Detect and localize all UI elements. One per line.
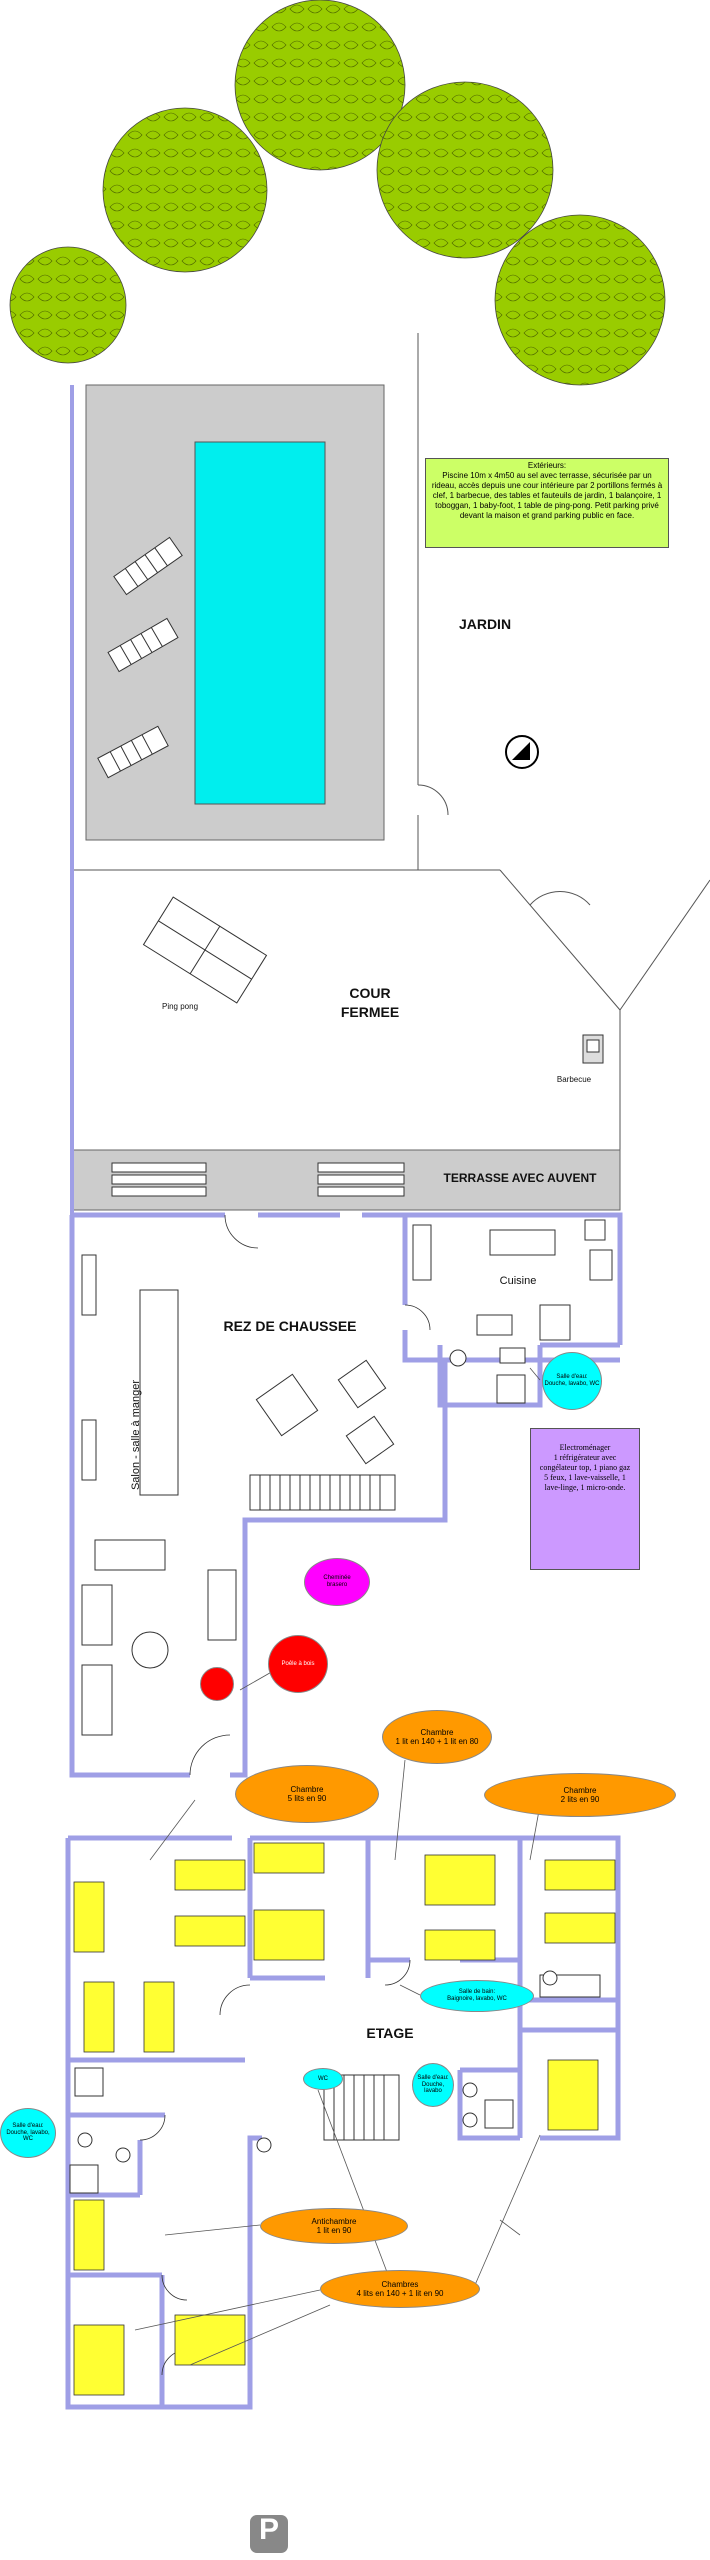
- ping-pong-label: Ping pong: [161, 1002, 199, 1011]
- bed: [424, 1854, 496, 1906]
- chambre-left-callout: Chambre 5 lits en 90: [235, 1765, 379, 1823]
- ground-floor-walls: [69, 1212, 623, 1778]
- chambre-right-callout: Chambre 2 lits en 90: [484, 1773, 676, 1817]
- bed: [73, 2324, 125, 2396]
- sun-loungers: [97, 536, 183, 779]
- cheminee-callout: Cheminée brasero: [304, 1558, 370, 1606]
- antichambre-callout: Antichambre 1 lit en 90: [260, 2208, 408, 2244]
- bed: [544, 1912, 616, 1944]
- chambres-callout: Chambres 4 lits en 140 + 1 lit en 90: [320, 2270, 480, 2308]
- ground-floor-furniture: [81, 1219, 613, 1736]
- parking-icon: [250, 2515, 288, 2553]
- trees: [9, 0, 666, 386]
- exterieurs-info-box: Extérieurs: Piscine 10m x 4m50 au sel av…: [425, 458, 669, 548]
- jardin-label: JARDIN: [458, 616, 512, 632]
- bed: [253, 1909, 325, 1961]
- bed: [73, 2199, 105, 2271]
- bed: [73, 1881, 105, 1953]
- ground-floor-doors: [189, 1214, 431, 1776]
- cuisine-label: Cuisine: [499, 1275, 537, 1287]
- cour-label-line2: FERMEE: [340, 1004, 400, 1020]
- sdb-callout: Salle de bain: Baignoire, lavabo, WC: [420, 1980, 534, 2012]
- bed: [83, 1981, 115, 2053]
- upper-floor-furniture: [69, 1970, 601, 2194]
- electromenager-info-box: Electroménager 1 réfrigérateur avec cong…: [530, 1428, 640, 1570]
- bed: [424, 1929, 496, 1961]
- bed: [547, 2059, 599, 2131]
- sde-left-callout: Salle d'eau: Douche, lavabo, WC: [0, 2108, 56, 2158]
- parking-label: P: [258, 2513, 279, 2546]
- pool: [194, 441, 326, 805]
- bed: [174, 1859, 246, 1891]
- terrasse-label: TERRASSE AVEC AUVENT: [443, 1171, 597, 1185]
- bed: [544, 1859, 616, 1891]
- upper-floor-doors: [139, 1934, 461, 2376]
- chambre-center-callout: Chambre 1 lit en 140 + 1 lit en 80: [382, 1710, 492, 1764]
- wc-callout: WC: [303, 2068, 343, 2090]
- salon-label: Salon - salle à manger: [130, 1379, 142, 1491]
- upper-floor-walls: [65, 1835, 621, 2410]
- beds: [73, 1842, 616, 2396]
- barbecue-label: Barbecue: [556, 1075, 592, 1084]
- stove-icon: [200, 1667, 234, 1701]
- poele-callout: Poêle à bois: [268, 1635, 328, 1693]
- sde-etage-callout: Salle d'eau: Douche, lavabo: [412, 2063, 454, 2107]
- north-arrow-icon: [505, 735, 539, 769]
- garden-outline: [72, 333, 710, 1150]
- sde-rdc-callout: Salle d'eau: Douche, lavabo, WC: [542, 1352, 602, 1410]
- rdc-label: REZ DE CHAUSSEE: [223, 1318, 357, 1334]
- bed: [143, 1981, 175, 2053]
- bed: [174, 2314, 246, 2366]
- etage-label: ETAGE: [366, 2025, 414, 2041]
- leader-lines: [134, 1367, 541, 2366]
- terrace-benches: [111, 1162, 405, 1197]
- cour-label-line1: COUR: [349, 985, 391, 1001]
- ping-pong-table: [142, 896, 268, 1004]
- barbecue-icon: [582, 1034, 604, 1064]
- bed: [253, 1842, 325, 1874]
- bed: [174, 1915, 246, 1947]
